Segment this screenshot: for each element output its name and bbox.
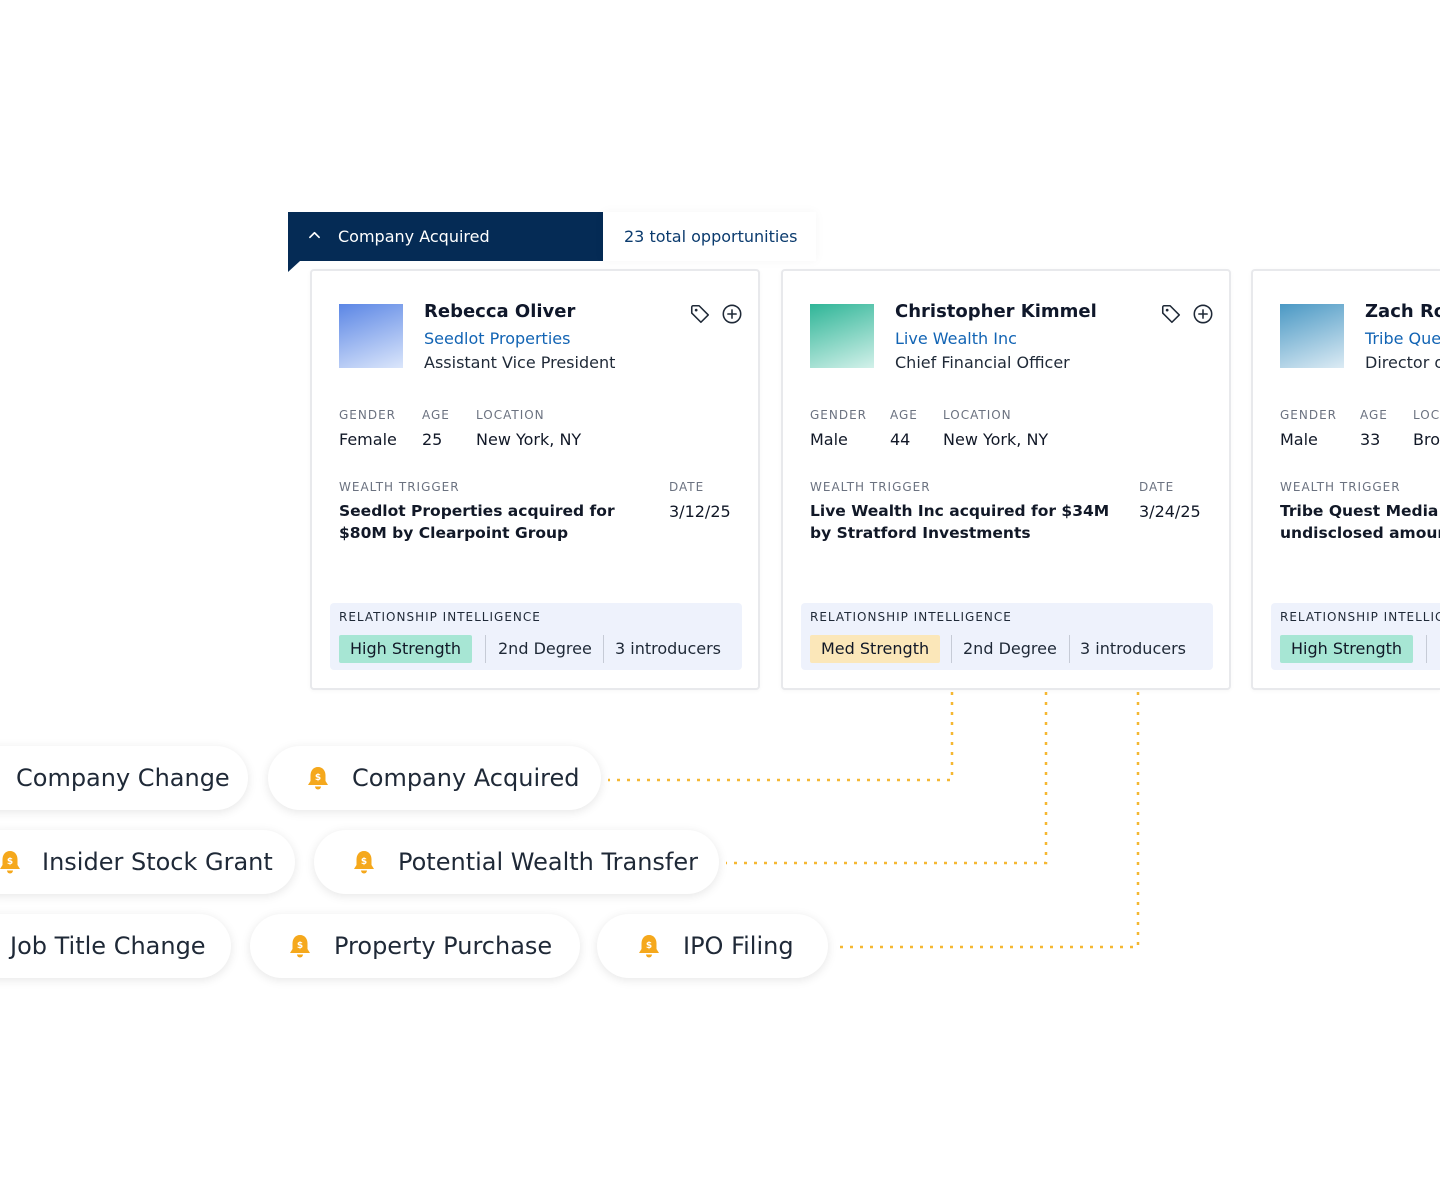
age-label: AGE xyxy=(890,408,918,422)
trigger-pill-company-change[interactable]: Company Change xyxy=(0,746,248,810)
trigger-pill-job-title-change[interactable]: Job Title Change xyxy=(0,914,231,978)
trigger-date: 3/12/25 xyxy=(669,502,731,521)
gender-label: GENDER xyxy=(339,408,397,422)
strength-badge: Med Strength xyxy=(810,635,941,663)
company-link[interactable]: Seedlot Properties xyxy=(424,329,571,348)
trigger-pill-label: Company Change xyxy=(16,764,230,792)
trigger-pill-potential-wealth-transfer[interactable]: $ Potential Wealth Transfer xyxy=(314,830,719,894)
wealth-trigger-label: WEALTH TRIGGER xyxy=(339,480,460,494)
prospect-card[interactable]: Zach Ro Tribe Que Director o GENDER AGE … xyxy=(1251,269,1440,690)
divider xyxy=(603,635,604,663)
filter-label: Company Acquired xyxy=(338,227,490,246)
job-title: Director o xyxy=(1365,353,1440,372)
location-label: LOCATION xyxy=(943,408,1012,422)
connector-line xyxy=(608,692,954,782)
svg-text:$: $ xyxy=(7,857,13,867)
trigger-pill-label: Property Purchase xyxy=(334,932,553,960)
date-label: DATE xyxy=(669,480,705,494)
money-bell-icon: $ xyxy=(639,935,659,958)
wealth-trigger-text: Live Wealth Inc acquired for $34M by Str… xyxy=(810,502,1110,542)
location-value: Bro xyxy=(1413,430,1440,449)
trigger-pill-label: IPO Filing xyxy=(683,932,794,960)
chevron-up-icon xyxy=(309,231,320,239)
add-circle-icon[interactable] xyxy=(1192,303,1214,325)
trigger-pill-insider-stock-grant[interactable]: $ Insider Stock Grant xyxy=(0,830,295,894)
avatar xyxy=(810,304,874,368)
divider xyxy=(485,635,486,663)
connector-line xyxy=(726,692,1048,865)
relationship-intelligence-label: RELATIONSHIP INTELLIGENCE xyxy=(810,610,1012,624)
person-name[interactable]: Zach Ro xyxy=(1365,301,1440,322)
tag-icon[interactable] xyxy=(1160,303,1182,325)
location-label: LOC xyxy=(1413,408,1440,422)
person-name[interactable]: Rebecca Oliver xyxy=(424,301,576,322)
person-name[interactable]: Christopher Kimmel xyxy=(895,301,1097,322)
money-bell-icon: $ xyxy=(308,767,328,790)
trigger-pill-property-purchase[interactable]: $ Property Purchase xyxy=(250,914,580,978)
add-circle-icon[interactable] xyxy=(721,303,743,325)
opportunity-count: 23 total opportunities xyxy=(603,212,816,261)
company-link[interactable]: Tribe Que xyxy=(1365,329,1440,348)
job-title: Assistant Vice President xyxy=(424,353,616,372)
divider xyxy=(1426,635,1427,663)
gender-value: Female xyxy=(339,430,397,449)
introducers-link[interactable]: 3 introducers xyxy=(615,639,721,658)
relationship-intelligence-label: RELATIONSHIP INTELLIG xyxy=(1280,610,1440,624)
svg-text:$: $ xyxy=(315,773,321,783)
wealth-trigger-label: WEALTH TRIGGER xyxy=(1280,480,1401,494)
avatar xyxy=(339,304,403,368)
job-title: Chief Financial Officer xyxy=(895,353,1070,372)
trigger-pill-label: Potential Wealth Transfer xyxy=(398,848,698,876)
svg-text:$: $ xyxy=(646,941,652,951)
prospect-card[interactable]: Christopher Kimmel Live Wealth Inc Chief… xyxy=(781,269,1231,690)
trigger-pill-label: Insider Stock Grant xyxy=(42,848,273,876)
degree-text: 2nd Degree xyxy=(498,639,592,658)
degree-text: 2nd Degree xyxy=(963,639,1057,658)
wealth-trigger-text: Seedlot Properties acquired for $80M by … xyxy=(339,502,615,542)
trigger-date: 3/24/25 xyxy=(1139,502,1201,521)
money-bell-icon: $ xyxy=(0,851,20,874)
relationship-intelligence-label: RELATIONSHIP INTELLIGENCE xyxy=(339,610,541,624)
wealth-trigger-label: WEALTH TRIGGER xyxy=(810,480,931,494)
divider xyxy=(1069,635,1070,663)
money-bell-icon: $ xyxy=(354,851,374,874)
date-label: DATE xyxy=(1139,480,1175,494)
money-bell-icon: $ xyxy=(290,935,310,958)
trigger-pill-label: Company Acquired xyxy=(352,764,580,792)
introducers-link[interactable]: 3 introducers xyxy=(1080,639,1186,658)
relationship-intelligence: RELATIONSHIP INTELLIGENCE Med Strength 2… xyxy=(801,603,1213,670)
divider xyxy=(951,635,952,663)
filter-tab-company-acquired[interactable]: Company Acquired xyxy=(288,212,603,261)
age-label: AGE xyxy=(422,408,450,422)
age-value: 33 xyxy=(1360,430,1381,449)
strength-badge: High Strength xyxy=(339,635,473,663)
location-value: New York, NY xyxy=(476,430,582,449)
location-value: New York, NY xyxy=(943,430,1049,449)
gender-label: GENDER xyxy=(810,408,868,422)
age-value: 44 xyxy=(890,430,911,449)
trigger-pill-label: Job Title Change xyxy=(10,932,206,960)
age-value: 25 xyxy=(422,430,443,449)
svg-text:$: $ xyxy=(297,941,303,951)
svg-text:$: $ xyxy=(361,857,367,867)
gender-value: Male xyxy=(810,430,848,449)
gender-label: GENDER xyxy=(1280,408,1338,422)
gender-value: Male xyxy=(1280,430,1318,449)
relationship-intelligence: RELATIONSHIP INTELLIGENCE High Strength … xyxy=(330,603,742,670)
trigger-pill-ipo-filing[interactable]: $ IPO Filing xyxy=(597,914,828,978)
company-link[interactable]: Live Wealth Inc xyxy=(895,329,1017,348)
location-label: LOCATION xyxy=(476,408,545,422)
tag-icon[interactable] xyxy=(689,303,711,325)
wealth-trigger-text: Tribe Quest Media L undisclosed amoun xyxy=(1280,502,1440,542)
trigger-pill-company-acquired[interactable]: $ Company Acquired xyxy=(268,746,601,810)
prospect-card[interactable]: Rebecca Oliver Seedlot Properties Assist… xyxy=(310,269,760,690)
relationship-intelligence: RELATIONSHIP INTELLIG High Strength xyxy=(1271,603,1440,670)
strength-badge: High Strength xyxy=(1280,635,1414,663)
connector-line xyxy=(834,692,1140,949)
avatar xyxy=(1280,304,1344,368)
age-label: AGE xyxy=(1360,408,1388,422)
